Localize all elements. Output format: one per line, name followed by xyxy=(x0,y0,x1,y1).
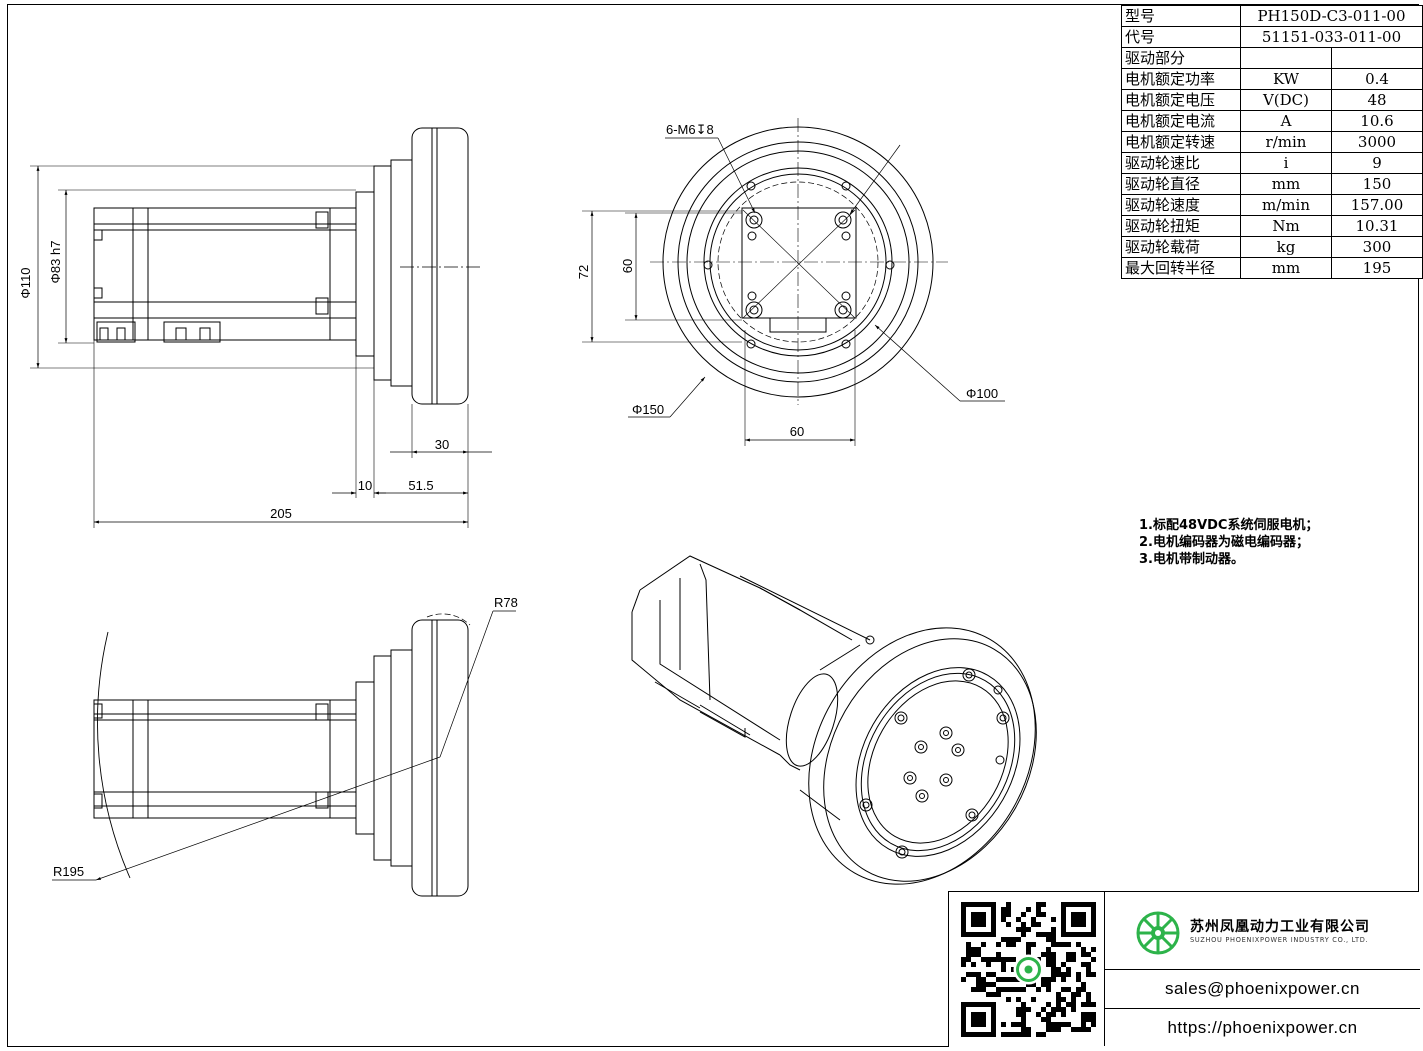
dim-30: 30 xyxy=(435,437,449,452)
dim-60-horizontal: 60 xyxy=(790,424,804,439)
dim-r78: R78 xyxy=(494,595,518,610)
company-name-cn: 苏州凤凰动力工业有限公司 xyxy=(1190,919,1370,935)
spec-label: 驱动轮扭矩 xyxy=(1121,215,1241,237)
spec-row-model: 型号 PH150D-C3-011-00 xyxy=(1121,5,1423,27)
qr-code-graphic xyxy=(961,902,1096,1037)
dim-r195: R195 xyxy=(53,864,84,879)
spec-value: 195 xyxy=(1331,257,1423,279)
dim-10: 10 xyxy=(358,478,372,493)
spec-row: 最大回转半径 mm 195 xyxy=(1121,257,1423,279)
spec-unit: kg xyxy=(1240,236,1332,258)
spec-unit: Nm xyxy=(1240,215,1332,237)
spec-row: 驱动轮直径 mm 150 xyxy=(1121,173,1423,195)
spec-unit: r/min xyxy=(1240,131,1332,153)
dim-d83: Φ83 h7 xyxy=(48,241,63,284)
phoenix-wheel-logo-icon xyxy=(1135,910,1181,960)
spec-row: 电机额定电流 A 10.6 xyxy=(1121,110,1423,132)
website-link[interactable]: https://phoenixpower.cn xyxy=(1167,1018,1358,1037)
spec-value: 48 xyxy=(1331,89,1423,111)
spec-unit: mm xyxy=(1240,257,1332,279)
spec-value: 9 xyxy=(1331,152,1423,174)
spec-label: 代号 xyxy=(1121,26,1241,48)
front-view xyxy=(582,118,1005,446)
qr-code-icon xyxy=(949,892,1105,1046)
drawing-border xyxy=(7,4,1419,1047)
spec-row: 驱动轮扭矩 Nm 10.31 xyxy=(1121,215,1423,237)
spec-value: 300 xyxy=(1331,236,1423,258)
company-name-en: SUZHOU PHOENIXPOWER INDUSTRY CO., LTD. xyxy=(1190,936,1369,944)
spec-row: 驱动轮速比 i 9 xyxy=(1121,152,1423,174)
dim-d110: Φ110 xyxy=(18,267,33,298)
dim-205: 205 xyxy=(270,506,292,521)
iso-bolt-holes xyxy=(859,668,1010,859)
spec-label: 驱动轮速比 xyxy=(1121,152,1241,174)
spec-label: 电机额定功率 xyxy=(1121,68,1241,90)
title-block: 苏州凤凰动力工业有限公司 SUZHOU PHOENIXPOWER INDUSTR… xyxy=(948,891,1420,1047)
spec-row-code: 代号 51151-033-011-00 xyxy=(1121,26,1423,48)
dim-60-vertical: 60 xyxy=(620,259,635,273)
bolt-holes xyxy=(703,181,895,349)
dim-d100: Φ100 xyxy=(966,386,998,401)
spec-unit: KW xyxy=(1240,68,1332,90)
spec-value: 10.6 xyxy=(1331,110,1423,132)
spec-label: 驱动部分 xyxy=(1121,47,1241,69)
spec-value: 150 xyxy=(1331,173,1423,195)
spec-unit: V(DC) xyxy=(1240,89,1332,111)
spec-value: 157.00 xyxy=(1331,194,1423,216)
spec-value xyxy=(1331,47,1423,69)
spec-label: 型号 xyxy=(1121,5,1241,27)
side-view xyxy=(30,127,492,528)
spec-row: 电机额定转速 r/min 3000 xyxy=(1121,131,1423,153)
spec-row: 驱动轮速度 m/min 157.00 xyxy=(1121,194,1423,216)
spec-label: 电机额定电流 xyxy=(1121,110,1241,132)
spec-unit: A xyxy=(1240,110,1332,132)
spec-unit xyxy=(1240,47,1332,69)
spec-label: 电机额定转速 xyxy=(1121,131,1241,153)
spec-label: 驱动轮速度 xyxy=(1121,194,1241,216)
spec-label: 驱动轮载荷 xyxy=(1121,236,1241,258)
spec-value: 51151-033-011-00 xyxy=(1240,26,1423,48)
spec-unit: mm xyxy=(1240,173,1332,195)
isometric-view xyxy=(631,555,1037,885)
spec-row: 电机额定电压 V(DC) 48 xyxy=(1121,89,1423,111)
spec-label: 电机额定电压 xyxy=(1121,89,1241,111)
company-logo-row: 苏州凤凰动力工业有限公司 SUZHOU PHOENIXPOWER INDUSTR… xyxy=(1105,892,1420,970)
spec-label: 驱动轮直径 xyxy=(1121,173,1241,195)
spec-row: 电机额定功率 KW 0.4 xyxy=(1121,68,1423,90)
spec-value: PH150D-C3-011-00 xyxy=(1240,5,1423,27)
dim-d150: Φ150 xyxy=(632,402,664,417)
spec-value: 0.4 xyxy=(1331,68,1423,90)
email-contact[interactable]: sales@phoenixpower.cn xyxy=(1105,970,1420,1009)
spec-value: 10.31 xyxy=(1331,215,1423,237)
spec-table: 型号 PH150D-C3-011-00 代号 51151-033-011-00 … xyxy=(1121,5,1423,279)
dim-72: 72 xyxy=(576,265,591,279)
spec-row-section: 驱动部分 xyxy=(1121,47,1423,69)
top-view xyxy=(52,610,516,897)
spec-label: 最大回转半径 xyxy=(1121,257,1241,279)
dim-51-5: 51.5 xyxy=(408,478,433,493)
spec-unit: m/min xyxy=(1240,194,1332,216)
spec-row: 驱动轮载荷 kg 300 xyxy=(1121,236,1423,258)
spec-unit: i xyxy=(1240,152,1332,174)
drawing-notes: 1.标配48VDC系统伺服电机； 2.电机编码器为磁电编码器； 3.电机带制动器… xyxy=(1139,517,1318,568)
note-line: 3.电机带制动器。 xyxy=(1139,552,1244,567)
dim-thread: 6-M6↧8 xyxy=(666,122,714,137)
spec-value: 3000 xyxy=(1331,131,1423,153)
note-line: 1.标配48VDC系统伺服电机； xyxy=(1139,518,1319,533)
note-line: 2.电机编码器为磁电编码器； xyxy=(1139,535,1309,550)
